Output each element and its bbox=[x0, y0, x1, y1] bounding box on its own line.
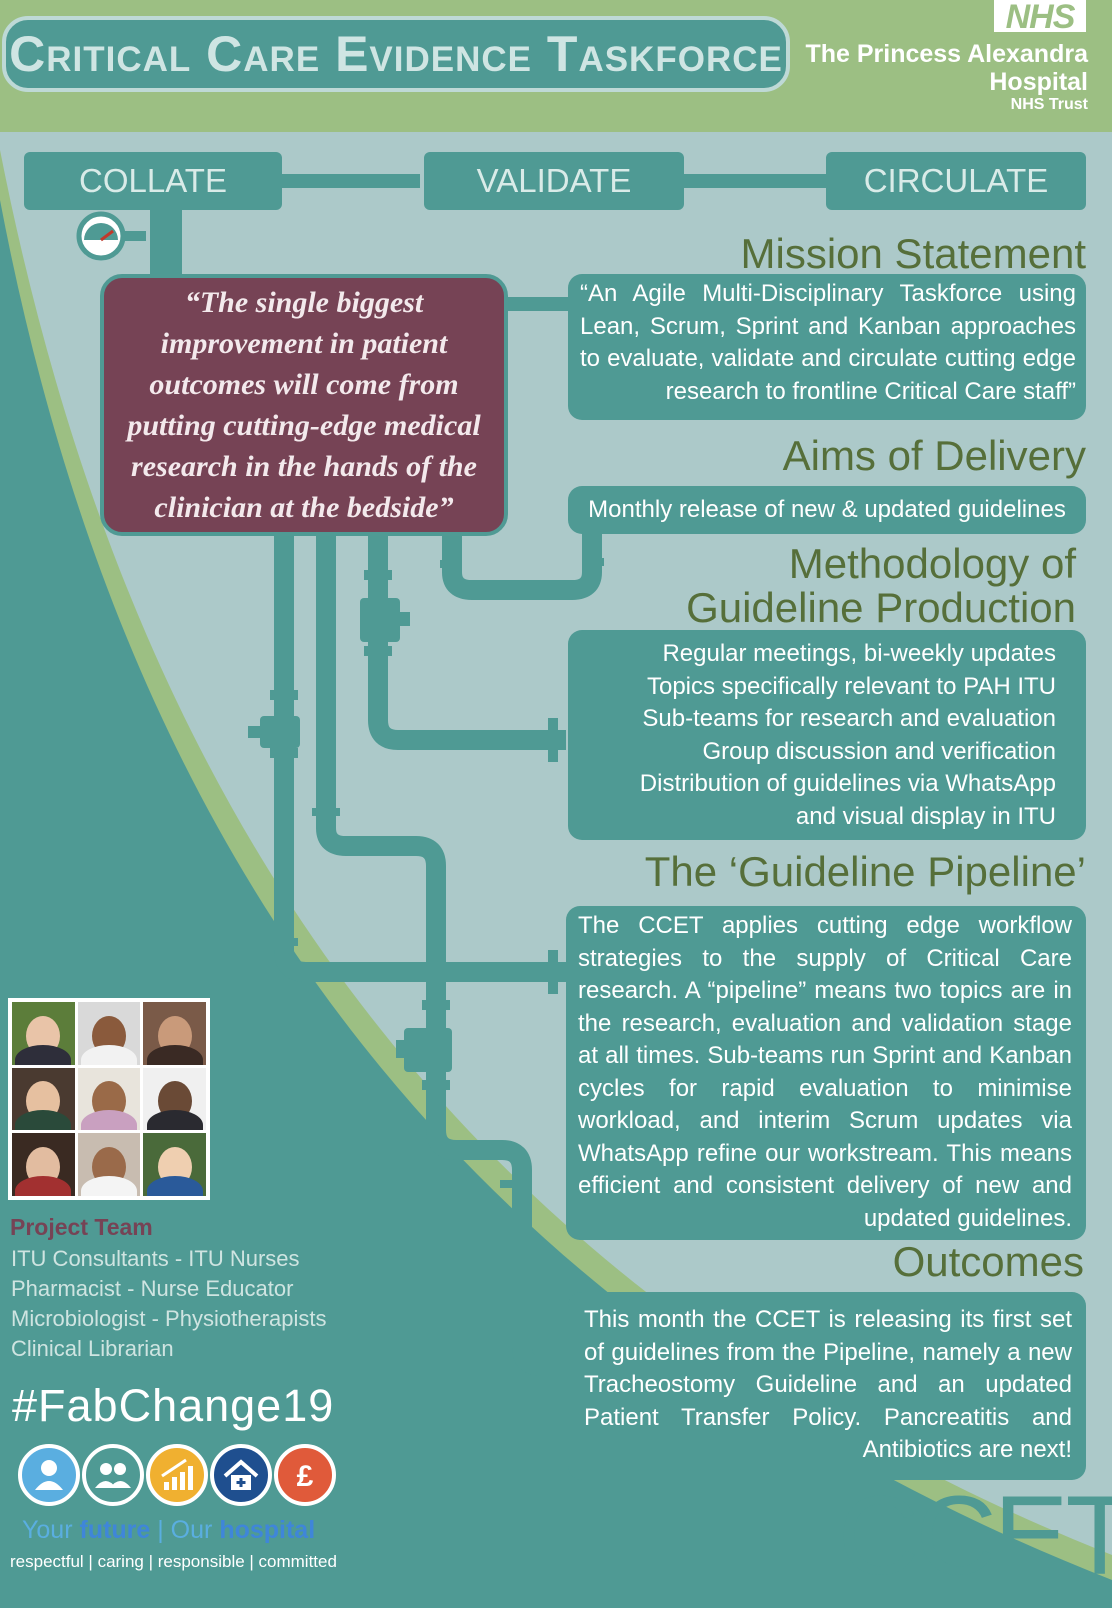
team-photo bbox=[143, 1133, 206, 1196]
methodology-item: Topics specifically relevant to PAH ITU bbox=[646, 672, 1056, 700]
team-photo bbox=[12, 1002, 75, 1065]
hospital-name: The Princess Alexandra Hospital bbox=[760, 40, 1088, 96]
team-photo bbox=[143, 1002, 206, 1065]
team-member-line: Microbiologist - Physiotherapists bbox=[11, 1306, 327, 1331]
quote-box: “The single biggest improvement in patie… bbox=[100, 274, 508, 536]
stage-collate: COLLATE bbox=[24, 152, 282, 210]
team-photo bbox=[77, 1002, 141, 1065]
methodology-item: Distribution of guidelines via WhatsApp bbox=[639, 770, 1056, 797]
team-member-line: ITU Consultants - ITU Nurses bbox=[11, 1246, 300, 1271]
mission-box: “An Agile Multi-Disciplinary Taskforce u… bbox=[568, 274, 1086, 420]
values-line: respectful | caring | responsible | comm… bbox=[10, 1552, 337, 1571]
home-icon bbox=[210, 1444, 272, 1506]
team-title: Project Team bbox=[10, 1214, 153, 1240]
team-photo bbox=[77, 1067, 141, 1131]
tagline-hospital: hospital bbox=[219, 1516, 316, 1544]
mission-heading: Mission Statement bbox=[740, 230, 1086, 277]
team-photo-collage bbox=[8, 998, 210, 1200]
person-icon bbox=[18, 1444, 80, 1506]
aims-heading: Aims of Delivery bbox=[782, 432, 1086, 479]
outcomes-box: This month the CCET is releasing its fir… bbox=[568, 1292, 1086, 1480]
team-photo bbox=[12, 1067, 75, 1131]
methodology-item: and visual display in ITU bbox=[795, 802, 1056, 830]
aims-box: Monthly release of new & updated guideli… bbox=[568, 486, 1086, 534]
team-photo bbox=[77, 1133, 141, 1196]
ccet-logo: CCET bbox=[838, 1473, 1112, 1598]
tagline: Your future | Our hospital bbox=[22, 1516, 315, 1545]
tagline-separator: | Our bbox=[150, 1516, 220, 1544]
methodology-heading-line2: Guideline Production bbox=[686, 584, 1076, 631]
methodology-item: Group discussion and verification bbox=[702, 737, 1056, 765]
pipeline-heading: The ‘Guideline Pipeline’ bbox=[644, 848, 1086, 895]
stage-validate: VALIDATE bbox=[424, 152, 684, 210]
svg-text:£: £ bbox=[297, 1460, 314, 1493]
growth-chart-icon bbox=[146, 1444, 208, 1506]
hospital-name-line2: Hospital bbox=[989, 68, 1088, 96]
team-member-line: Pharmacist - Nurse Educator bbox=[11, 1276, 294, 1301]
tagline-your: Your bbox=[22, 1516, 80, 1544]
poster-title: Critical Care Evidence Taskforce bbox=[2, 16, 790, 92]
methodology-heading-line1: Methodology of bbox=[788, 540, 1076, 587]
outcomes-heading: Outcomes bbox=[892, 1238, 1084, 1285]
team-photo bbox=[12, 1133, 75, 1196]
teal-curve-area bbox=[0, 200, 1112, 1608]
nhs-logo: NHS bbox=[994, 0, 1086, 34]
gauge-icon bbox=[76, 211, 126, 261]
people-icon bbox=[82, 1444, 144, 1506]
hospital-trust: NHS Trust bbox=[1010, 96, 1088, 113]
pound-icon: £ bbox=[274, 1444, 336, 1506]
hashtag: #FabChange19 bbox=[12, 1380, 335, 1431]
hospital-name-line1: The Princess Alexandra bbox=[805, 40, 1088, 68]
stage-circulate: CIRCULATE bbox=[826, 152, 1086, 210]
methodology-item: Sub-teams for research and evaluation bbox=[642, 705, 1056, 732]
pipeline-box: The CCET applies cutting edge workflow s… bbox=[566, 906, 1086, 1240]
methodology-heading: Methodology of Guideline Production bbox=[560, 542, 1076, 630]
tagline-future: future bbox=[79, 1516, 151, 1544]
team-member-line: Clinical Librarian bbox=[11, 1336, 174, 1361]
methodology-box: Regular meetings, bi-weekly updates Topi… bbox=[568, 630, 1086, 840]
methodology-item: Regular meetings, bi-weekly updates bbox=[662, 640, 1056, 667]
team-photo bbox=[143, 1067, 206, 1131]
